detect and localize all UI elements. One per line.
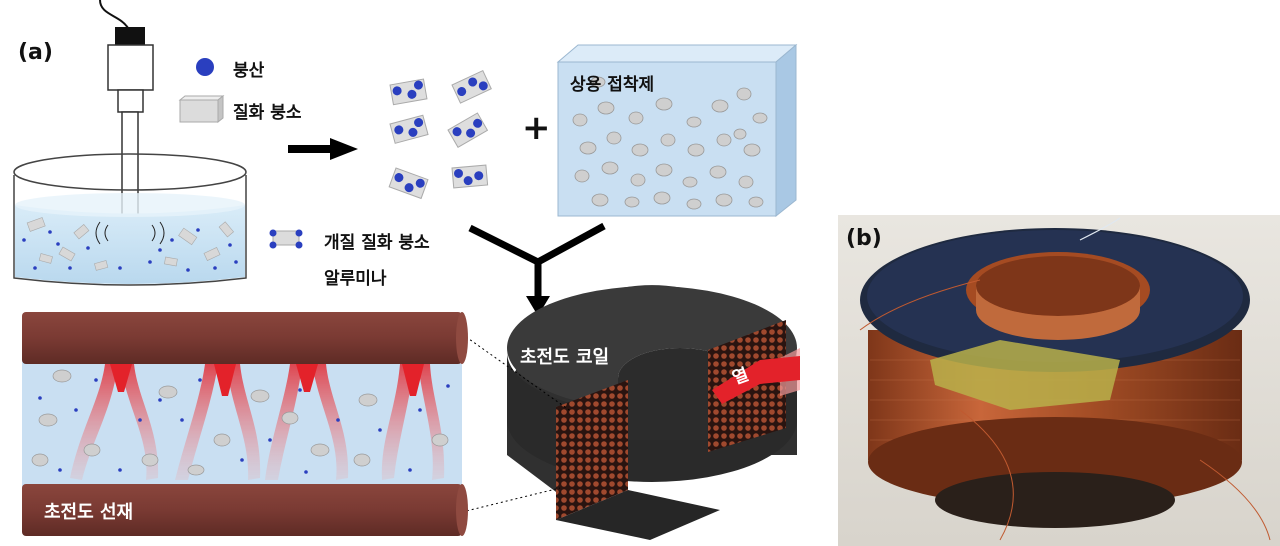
boron-nitride-icon	[178, 94, 225, 124]
adhesive-block	[556, 43, 798, 218]
wire-label: 초전도 선재	[44, 502, 134, 523]
plus-sign: +	[522, 108, 551, 148]
boric-acid-icon	[196, 58, 214, 76]
panel-b-label: (b)	[846, 226, 882, 251]
beaker	[13, 153, 247, 286]
legend-boron-nitride: 질화 붕소	[233, 103, 302, 123]
merge-arrow	[468, 222, 606, 300]
modified-bn-icon	[269, 229, 303, 249]
zoom-line-bottom	[461, 487, 561, 513]
superconducting-coil	[507, 285, 797, 540]
coil-photo	[838, 215, 1280, 546]
modified-particles	[388, 69, 492, 200]
heat-arrow	[712, 348, 800, 404]
wire-cross-section	[22, 312, 468, 536]
legend-boric-acid: 붕산	[233, 61, 265, 81]
adhesive-label: 상용 접착제	[570, 75, 655, 95]
process-arrow-right	[288, 138, 358, 160]
legend-modified-bn: 개질 질화 붕소	[324, 233, 430, 253]
coil-label: 초전도 코일	[520, 347, 610, 368]
panel-a-label: (a)	[18, 40, 53, 65]
legend-alumina: 알루미나	[324, 269, 387, 289]
ultrasonic-probe	[99, 0, 154, 238]
merge-arrow-head	[526, 296, 550, 316]
